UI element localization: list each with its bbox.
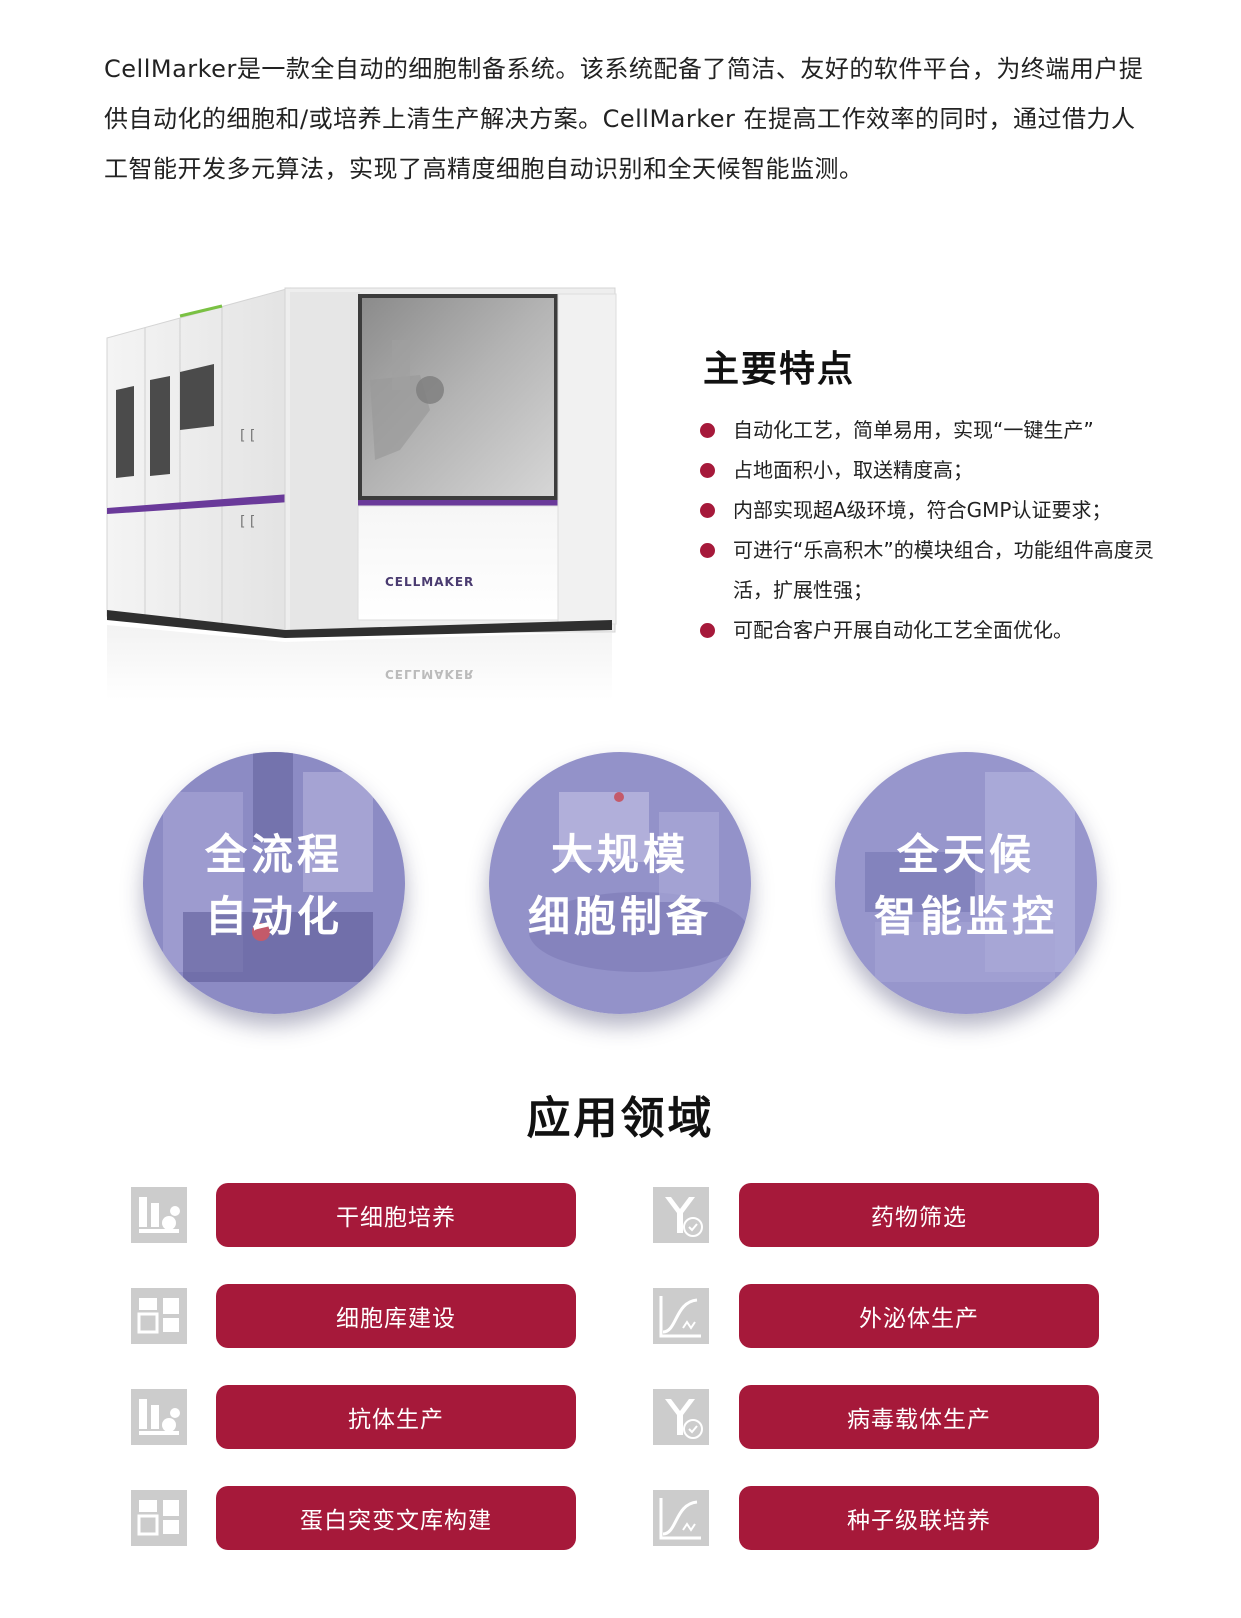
svg-text:[ [: [ [ — [240, 514, 255, 530]
app-button-antibody-production[interactable]: 抗体生产 — [216, 1385, 576, 1449]
bullet-dot-icon — [700, 423, 715, 438]
circle-line-2: 智能监控 — [873, 892, 1058, 941]
app-button-viral-vector-production[interactable]: 病毒载体生产 — [739, 1385, 1099, 1449]
circle-line-2: 自动化 — [204, 892, 343, 941]
bullet-dot-icon — [700, 503, 715, 518]
antibody-check-icon — [653, 1187, 709, 1243]
app-button-exosome-production[interactable]: 外泌体生产 — [739, 1284, 1099, 1348]
circle-line-1: 全流程 — [204, 830, 343, 879]
feature-item: 可配合客户开展自动化工艺全面优化。 — [700, 610, 1170, 650]
svg-text:[ [: [ [ — [240, 428, 255, 444]
lab-bench-photo — [489, 752, 751, 1014]
app-button-drug-screening[interactable]: 药物筛选 — [739, 1183, 1099, 1247]
feature-item: 占地面积小，取送精度高； — [700, 450, 1170, 490]
circle-line-1: 大规模 — [550, 830, 689, 879]
machine-brand-label: CELLMAKER — [385, 575, 474, 589]
applications-title: 应用领域 — [526, 1093, 715, 1144]
antibody-check-icon — [653, 1389, 709, 1445]
features-list: 自动化工艺，简单易用，实现“一键生产” 占地面积小，取送精度高； 内部实现超A级… — [700, 410, 1170, 650]
cellmaker-machine-image: [ [ [ [ CELLMAKER CELLMAKER — [106, 287, 617, 700]
app-button-cell-bank[interactable]: 细胞库建设 — [216, 1284, 576, 1348]
feature-item: 内部实现超A级环境，符合GMP认证要求； — [700, 490, 1170, 530]
app-button-seed-train-culture[interactable]: 种子级联培养 — [739, 1486, 1099, 1550]
circle-line-2: 细胞制备 — [527, 892, 712, 941]
features-title: 主要特点 — [703, 349, 856, 390]
app-button-stem-cell-culture[interactable]: 干细胞培养 — [216, 1183, 576, 1247]
cell-bank-icon — [131, 1288, 187, 1344]
feature-item: 可进行“乐高积木”的模块组合，功能组件高度灵活，扩展性强； — [700, 530, 1170, 610]
bullet-dot-icon — [700, 623, 715, 638]
feature-circle-monitoring: 全天候智能监控 — [835, 752, 1097, 1014]
feature-circle-scale: 大规模细胞制备 — [489, 752, 751, 1014]
stem-cell-culture-icon — [131, 1187, 187, 1243]
app-button-protein-mutant-library[interactable]: 蛋白突变文库构建 — [216, 1486, 576, 1550]
bullet-dot-icon — [700, 463, 715, 478]
feature-item: 自动化工艺，简单易用，实现“一键生产” — [700, 410, 1170, 450]
lab-equipment-photo — [143, 752, 405, 1014]
stem-cell-culture-icon — [131, 1389, 187, 1445]
intro-paragraph: CellMarker是一款全自动的细胞制备系统。该系统配备了简洁、友好的软件平台… — [104, 55, 1144, 183]
machine-reflection-label: CELLMAKER — [385, 667, 474, 681]
circle-line-1: 全天候 — [896, 830, 1035, 879]
growth-curve-icon — [653, 1490, 709, 1546]
cell-bank-icon — [131, 1490, 187, 1546]
monitoring-photo — [835, 752, 1097, 1014]
feature-circle-automation: 全流程自动化 — [143, 752, 405, 1014]
growth-curve-icon — [653, 1288, 709, 1344]
bullet-dot-icon — [700, 543, 715, 558]
